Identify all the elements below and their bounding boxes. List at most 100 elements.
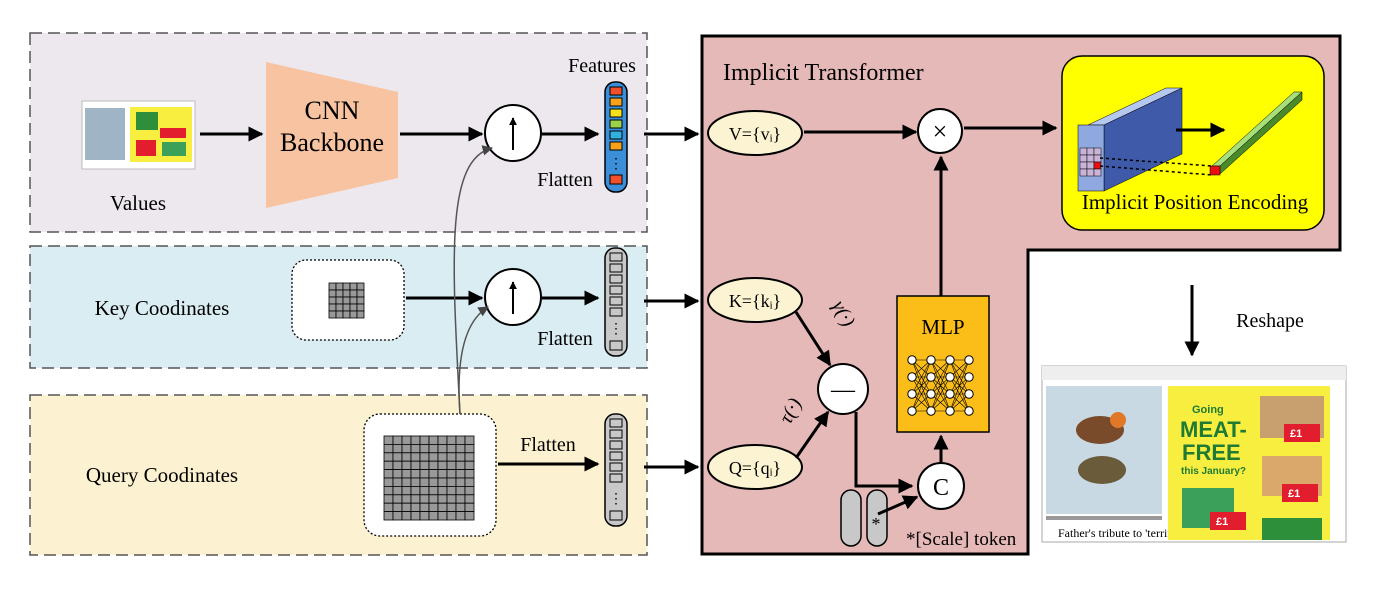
query-grid-cell <box>446 502 457 513</box>
thumbnail-caption: Father's tribute to 'terrified' <box>1058 526 1188 540</box>
key-grid-cell <box>349 289 358 298</box>
key-grid-cell <box>335 310 344 319</box>
query-grid-cell <box>437 511 448 521</box>
query-grid-cell <box>428 469 439 479</box>
query-column-cell <box>609 418 623 428</box>
query-grid-cell <box>383 477 394 487</box>
key-grid-cell <box>356 282 365 291</box>
encoding-label: Implicit Position Encoding <box>1082 190 1309 214</box>
thumbnail-price2: £1 <box>1288 488 1300 500</box>
multiply-symbol: × <box>933 117 948 146</box>
query-grid-cell <box>455 435 466 445</box>
query-grid-cell <box>392 435 403 445</box>
mlp-neuron <box>907 372 917 382</box>
query-grid-cell <box>464 511 475 521</box>
mlp-edge <box>949 359 970 412</box>
encoding-box <box>1061 55 1325 231</box>
query-label: Query Coodinates <box>86 463 238 487</box>
query-grid-cell <box>392 477 403 487</box>
mlp-neuron <box>926 389 936 399</box>
transformer-title: Implicit Transformer <box>723 60 924 86</box>
features-column: ⋮ <box>604 81 628 193</box>
key-grid-cell <box>328 310 337 319</box>
key-grid-cell <box>342 289 351 298</box>
arrow-q-to-subtract <box>794 410 830 459</box>
scale-token-label: *[Scale] token <box>906 529 1017 550</box>
thumbnail-heading1: Going <box>1192 404 1224 416</box>
key-column: ⋮ <box>604 247 628 357</box>
thumbnail-heading3: FREE <box>1182 440 1241 465</box>
k-ellipse <box>707 277 803 323</box>
key-column-cell <box>609 263 623 273</box>
cube-cell <box>1086 161 1095 170</box>
query-grid-cell <box>464 477 475 487</box>
query-grid-cell <box>419 511 430 521</box>
concat-symbol: C <box>933 475 949 501</box>
query-grid-cell <box>419 452 430 462</box>
mlp-edge <box>930 376 951 412</box>
mlp-neuron <box>926 372 936 382</box>
feature-cell <box>609 141 623 151</box>
query-grid-cell <box>383 502 394 513</box>
flatten-label-query: Flatten <box>520 434 576 456</box>
cube-cell <box>1093 147 1102 156</box>
query-column-cell <box>609 473 623 483</box>
query-grid-cell <box>410 435 421 445</box>
query-grid-cell <box>464 485 475 496</box>
query-grid-cell <box>392 452 403 462</box>
curve-query-to-values-up <box>453 145 494 415</box>
query-grid-cell <box>455 502 466 513</box>
query-grid-cell <box>428 485 439 496</box>
query-grid-cell <box>437 469 448 479</box>
query-grid-cell <box>437 502 448 513</box>
query-grid-cell <box>464 502 475 513</box>
query-grid-cell <box>383 435 394 445</box>
query-grid-cell <box>410 511 421 521</box>
query-grid-cell <box>383 460 394 471</box>
key-column-cell <box>609 340 623 351</box>
key-grid-cell <box>335 289 344 298</box>
query-grid-cell <box>437 485 448 496</box>
cube-cell <box>1086 168 1095 177</box>
feature-cell <box>609 119 623 129</box>
query-grid-cell <box>455 469 466 479</box>
mlp-neuron <box>926 355 936 365</box>
key-grid-cell <box>349 282 358 291</box>
query-grid-cell <box>446 460 457 471</box>
q-label: Q={qᵢ} <box>729 458 781 478</box>
key-grid-cell <box>342 310 351 319</box>
query-grid-cell <box>446 511 457 521</box>
thumbnail-price1: £1 <box>1290 428 1302 440</box>
key-column-cell <box>609 296 623 306</box>
multiply-node <box>917 108 963 154</box>
query-grid-cell <box>455 443 466 454</box>
key-grid-cell <box>328 289 337 298</box>
query-grid-cell <box>401 494 412 504</box>
mlp-neuron <box>945 355 955 365</box>
query-grid-cell <box>419 443 430 454</box>
thumbnail-price3: £1 <box>1216 516 1228 528</box>
query-grid-cell <box>464 435 475 445</box>
query-grid-cell <box>401 485 412 496</box>
scale-token-b <box>866 489 888 547</box>
query-grid-cell <box>392 494 403 504</box>
query-grid-cell <box>455 494 466 504</box>
query-grid-cell <box>437 452 448 462</box>
mlp-edge <box>911 376 932 412</box>
scale-token-a <box>840 489 862 547</box>
mlp-neuron <box>907 355 917 365</box>
query-column-cell <box>609 510 623 521</box>
feature-cell <box>609 130 623 140</box>
feature-cell <box>609 108 623 118</box>
key-grid-cell <box>349 296 358 305</box>
query-grid-cell <box>419 477 430 487</box>
query-grid-cell <box>428 443 439 454</box>
cube-cell <box>1093 168 1102 177</box>
key-grid-cell <box>335 303 344 312</box>
query-column-cell <box>609 429 623 439</box>
key-grid-cell <box>335 282 344 291</box>
query-grid-cell <box>464 469 475 479</box>
query-grid-cell <box>446 477 457 487</box>
cnn-backbone <box>266 62 398 208</box>
query-grid-cell <box>410 494 421 504</box>
